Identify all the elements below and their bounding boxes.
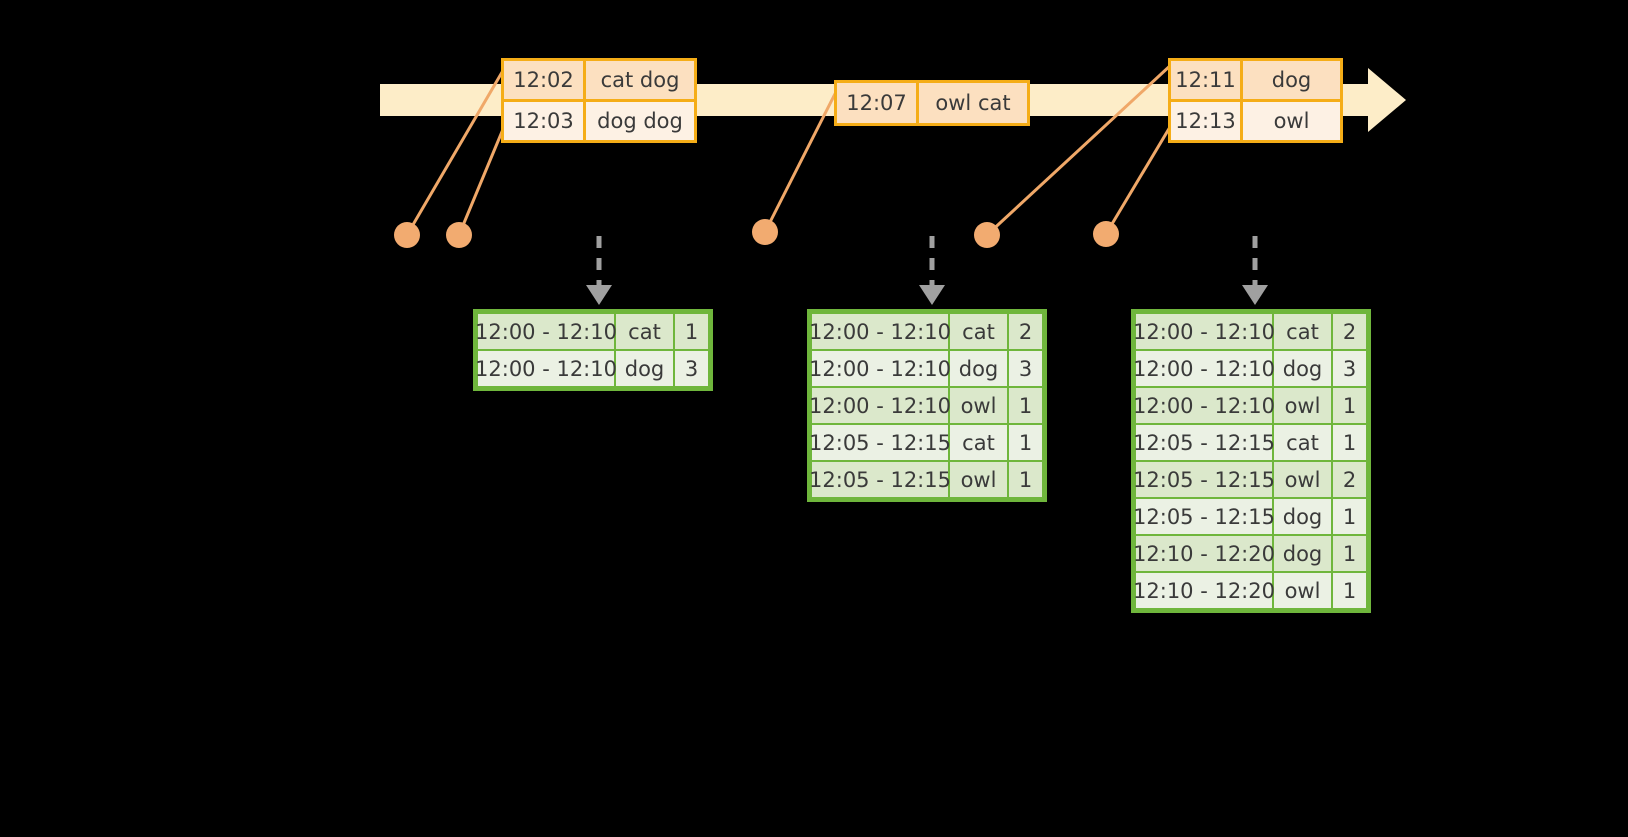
cell-count: 2 bbox=[1333, 314, 1366, 349]
cell-word: owl bbox=[950, 388, 1007, 423]
event-dot-1 bbox=[394, 222, 420, 248]
cell-word: dog bbox=[950, 351, 1007, 386]
cell-range: 12:00 - 12:10 bbox=[809, 351, 951, 386]
cell-word: dog bbox=[1274, 499, 1331, 534]
cell-count: 1 bbox=[1333, 499, 1366, 534]
cell-count: 1 bbox=[675, 314, 708, 349]
cell-word: owl bbox=[1274, 573, 1331, 608]
cell-range: 12:00 - 12:10 bbox=[1133, 388, 1275, 423]
cell-range: 12:10 - 12:20 bbox=[1133, 573, 1275, 608]
cell-count: 1 bbox=[1009, 425, 1042, 460]
cell-count: 1 bbox=[1333, 388, 1366, 423]
timeline-event-row: 12:13 owl bbox=[1171, 99, 1340, 140]
cell-count: 2 bbox=[1333, 462, 1366, 497]
event-time: 12:02 bbox=[504, 61, 586, 99]
timeline-event-row: 12:02 cat dog bbox=[504, 61, 694, 99]
cell-word: dog bbox=[616, 351, 673, 386]
cell-range: 12:00 - 12:10 bbox=[475, 351, 617, 386]
event-time: 12:11 bbox=[1171, 61, 1243, 99]
cell-count: 1 bbox=[1333, 573, 1366, 608]
event-dot-3 bbox=[752, 219, 778, 245]
event-words: cat dog bbox=[586, 61, 694, 99]
cell-range: 12:05 - 12:15 bbox=[1133, 425, 1275, 460]
cell-count: 3 bbox=[675, 351, 708, 386]
timeline-arrowhead-icon bbox=[1368, 68, 1406, 132]
event-dot-2 bbox=[446, 222, 472, 248]
timeline-event-row: 12:03 dog dog bbox=[504, 99, 694, 140]
timeline-event-box-3: 12:11 dog 12:13 owl bbox=[1168, 58, 1343, 143]
cell-word: cat bbox=[1274, 425, 1331, 460]
timeline-event-row: 12:11 dog bbox=[1171, 61, 1340, 99]
cell-range: 12:00 - 12:10 bbox=[809, 314, 951, 349]
timeline-event-box-1: 12:02 cat dog 12:03 dog dog bbox=[501, 58, 697, 143]
cell-range: 12:00 - 12:10 bbox=[1133, 351, 1275, 386]
cell-word: cat bbox=[950, 314, 1007, 349]
flow-arrow-2-head-icon bbox=[919, 285, 945, 305]
cell-range: 12:05 - 12:15 bbox=[809, 425, 951, 460]
cell-range: 12:00 - 12:10 bbox=[809, 388, 951, 423]
flow-arrow-3-head-icon bbox=[1242, 285, 1268, 305]
event-time: 12:13 bbox=[1171, 102, 1243, 140]
cell-range: 12:00 - 12:10 bbox=[475, 314, 617, 349]
connector-line-5 bbox=[1104, 121, 1175, 235]
cell-range: 12:00 - 12:10 bbox=[1133, 314, 1275, 349]
cell-range: 12:05 - 12:15 bbox=[1133, 462, 1275, 497]
event-words: owl cat bbox=[919, 83, 1027, 123]
cell-word: owl bbox=[1274, 462, 1331, 497]
cell-word: owl bbox=[1274, 388, 1331, 423]
cell-word: dog bbox=[1274, 351, 1331, 386]
cell-count: 3 bbox=[1009, 351, 1042, 386]
cell-word: cat bbox=[1274, 314, 1331, 349]
cell-count: 1 bbox=[1009, 462, 1042, 497]
cell-word: cat bbox=[616, 314, 673, 349]
event-dot-5 bbox=[1093, 221, 1119, 247]
timeline-event-row: 12:07 owl cat bbox=[837, 83, 1027, 123]
cell-word: owl bbox=[950, 462, 1007, 497]
cell-range: 12:10 - 12:20 bbox=[1133, 536, 1275, 571]
timeline-event-box-2: 12:07 owl cat bbox=[834, 80, 1030, 126]
event-words: dog dog bbox=[586, 102, 694, 140]
cell-word: cat bbox=[950, 425, 1007, 460]
flow-arrow-1-head-icon bbox=[586, 285, 612, 305]
cell-range: 12:05 - 12:15 bbox=[1133, 499, 1275, 534]
cell-count: 2 bbox=[1009, 314, 1042, 349]
cell-word: dog bbox=[1274, 536, 1331, 571]
connector-line-2 bbox=[457, 121, 508, 236]
event-dot-4 bbox=[974, 222, 1000, 248]
event-time: 12:03 bbox=[504, 102, 586, 140]
cell-count: 1 bbox=[1333, 536, 1366, 571]
cell-count: 1 bbox=[1333, 425, 1366, 460]
cell-range: 12:05 - 12:15 bbox=[809, 462, 951, 497]
event-words: owl bbox=[1243, 102, 1340, 140]
event-words: dog bbox=[1243, 61, 1340, 99]
event-time: 12:07 bbox=[837, 83, 919, 123]
cell-count: 3 bbox=[1333, 351, 1366, 386]
cell-count: 1 bbox=[1009, 388, 1042, 423]
